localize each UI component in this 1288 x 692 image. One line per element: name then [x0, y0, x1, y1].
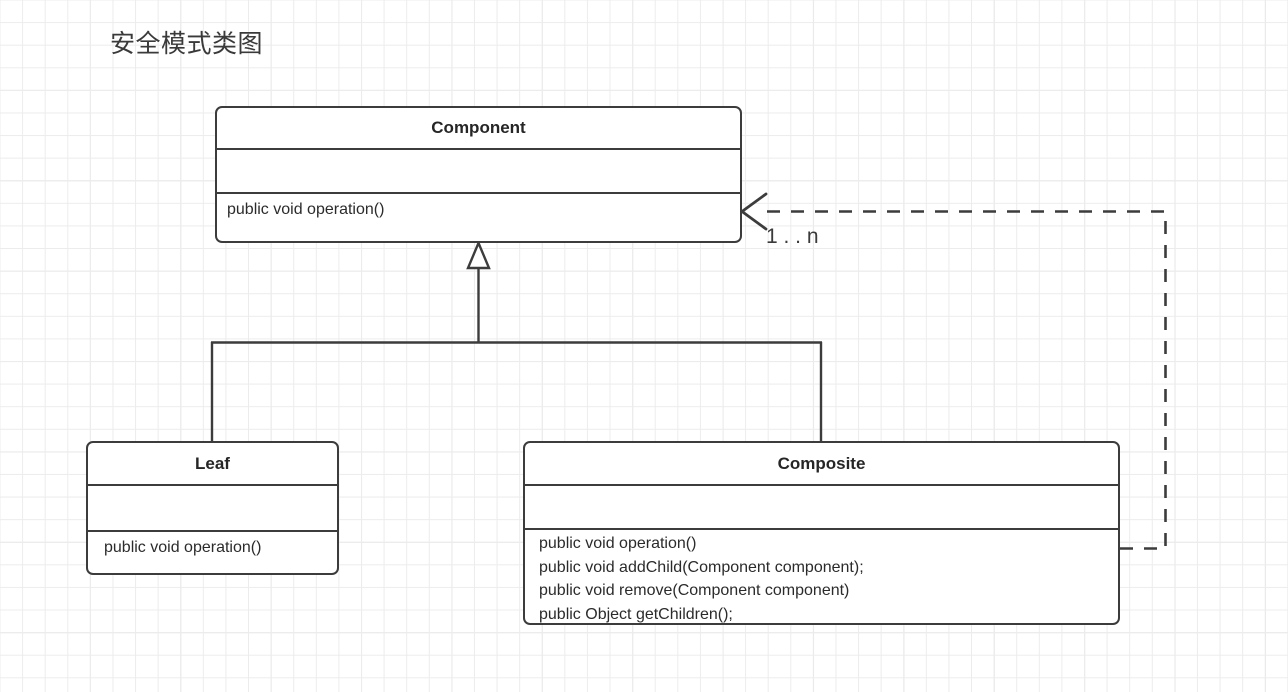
operation-line: public void operation(): [539, 535, 697, 552]
operation-line: public void remove(Component component): [539, 582, 850, 599]
operation-line: public void operation(): [227, 201, 385, 218]
operation-line: public void addChild(Component component…: [539, 558, 864, 576]
multiplicity-label: 1 . . n: [766, 225, 819, 248]
hollow-triangle-arrowhead: [466, 239, 491, 270]
class-box-composite[interactable]: Composite public void operation() public…: [523, 441, 1120, 625]
class-name-component: Component: [431, 118, 526, 137]
attributes-compartment-leaf: [88, 486, 337, 530]
compartment-divider: [88, 530, 337, 532]
operation-line: public Object getChildren();: [539, 605, 733, 623]
compartment-divider: [217, 148, 740, 150]
class-box-leaf[interactable]: Leaf public void operation(): [86, 441, 339, 575]
class-name-leaf: Leaf: [195, 453, 230, 473]
compartment-divider: [88, 484, 337, 486]
operations-compartment-component: public void operation(): [217, 194, 740, 240]
operations-compartment-leaf: public void operation(): [88, 532, 337, 573]
attributes-compartment-composite: [525, 486, 1118, 528]
generalization-connector: [210, 265, 823, 442]
compartment-divider: [217, 192, 740, 194]
diagram-title: 安全模式类图: [110, 30, 264, 58]
operation-line: public void operation(): [104, 539, 262, 556]
class-box-component[interactable]: Component public void operation(): [215, 106, 742, 243]
operations-compartment-composite: public void operation() public void addC…: [525, 530, 1118, 623]
attributes-compartment-component: [217, 150, 740, 192]
open-arrowhead: [740, 192, 768, 231]
class-name-composite: Composite: [777, 453, 866, 473]
